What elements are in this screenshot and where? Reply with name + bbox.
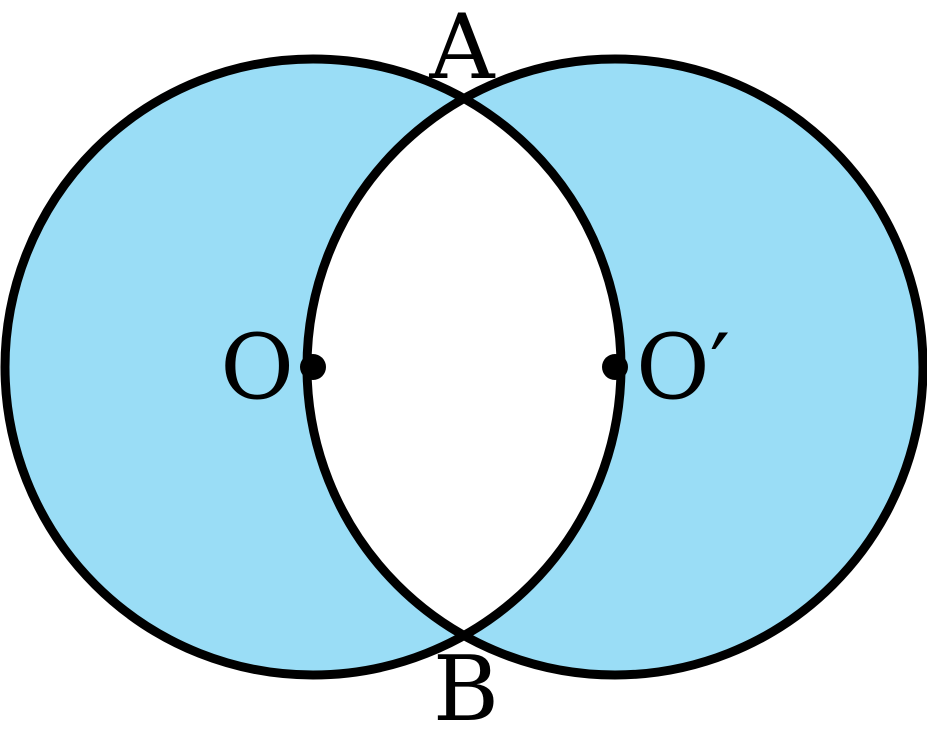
label-a: A [429,0,496,100]
label-o-prime: O′ [636,315,730,420]
center-point-o [300,354,326,380]
center-point-o-prime [602,354,628,380]
label-b: B [433,637,499,742]
label-o: O [220,315,294,420]
